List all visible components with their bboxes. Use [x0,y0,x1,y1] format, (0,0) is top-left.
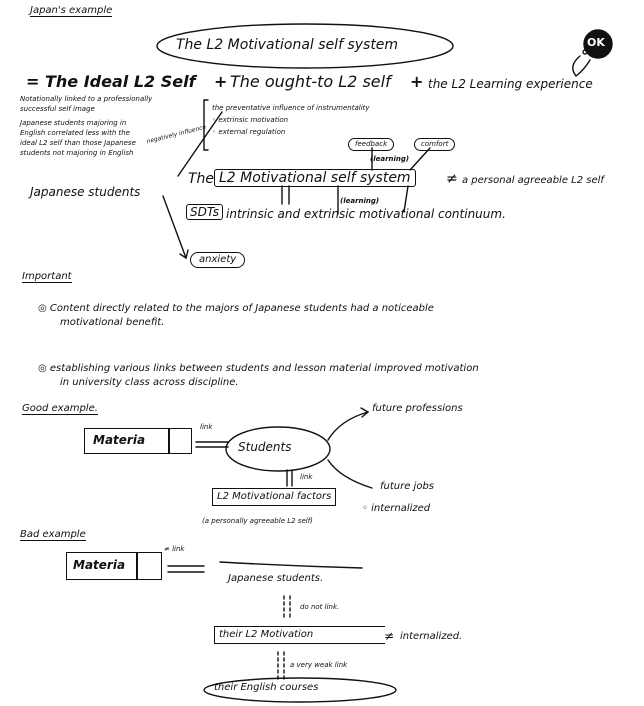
good-link-label-2: link [300,473,313,481]
learning-tag-2: (learning) [340,197,380,205]
internalized-text: internalized [371,503,431,514]
point-text: Content directly related to the majors o… [49,303,434,314]
arrow-ought-to-system [177,111,223,177]
good-students-ellipse [225,426,331,472]
title-ellipse [156,23,454,69]
good-link-label: link [200,423,213,431]
factors-box: L2 Motivational factors [212,488,337,506]
point-line: ◎ establishing various links between stu… [38,363,479,374]
future-jobs: future jobs [380,481,435,492]
note-line: Japanese students majoring in [20,119,127,127]
formula-plus-1: + [214,72,228,91]
sdt-boxed: SDTs [186,204,224,220]
courses-label: their English courses [214,682,319,693]
do-not-link: do not link. [300,603,340,611]
mascot-eye-r [589,47,595,53]
formula-plus-2: + [410,72,424,91]
good-students: Students [238,440,292,454]
good-material-divider [168,428,170,454]
formula-lead: = The Ideal L2 Self [26,72,196,91]
weak-link-label: a very weak link [290,661,348,669]
courses-ellipse [203,677,397,703]
important-point-1: ◎ Content directly related to the majors… [38,302,434,330]
mascot-eye-l [582,49,588,55]
ought-bracket [203,99,209,151]
anxiety-oval: anxiety [190,252,246,268]
system-prefix: The [188,171,215,187]
motivation-box: their L2 Motivation [214,626,385,644]
note-line: Notationally linked to a professionally [20,95,153,103]
bad-material-divider [136,552,138,580]
japanese-students-label: Japanese students [30,185,141,199]
bad-students-curve [219,561,363,569]
note-line: ideal L2 self than those Japanese [20,139,136,147]
good-example-heading: Good example. [22,403,98,415]
good-material-box: Materia [84,428,192,454]
ought-item-text: external regulation [218,128,286,136]
comfort-tag: comfort [414,138,456,151]
ought-list: the preventative influence of instrument… [212,102,370,138]
ought-item: the preventative influence of instrument… [212,104,370,112]
arrow-anxiety-head [179,249,189,260]
formula-ought: The ought-to L2 self [230,72,391,91]
internalized-bad: internalized. [400,631,463,642]
bad-students: Japanese students. [228,573,324,584]
ok-badge: OK [587,36,605,49]
factors-note: (a personally agreeable L2 self) [202,517,313,525]
note-line: successful self image [20,105,95,113]
future-professions: future professions [372,403,463,414]
note-line: students not majoring in English [20,149,134,157]
system-suffix: a personal agreeable L2 self [462,175,604,186]
point-text: establishing various links between stude… [49,363,479,374]
japan-example-label: Japan's example [30,5,113,17]
page-title: The L2 Motivational self system [176,37,399,53]
arrow-comfort [409,147,431,171]
ought-item: ◦ external regulation [212,128,286,136]
bad-example-heading: Bad example [20,529,86,541]
bad-material-box: Materia [66,552,162,580]
system-boxed: L2 Motivational self system [214,169,416,187]
internalized-good: ◦ internalized [362,503,431,514]
note-line: English correlated less with the [20,129,130,137]
formula-experience: the L2 Learning experience [428,77,593,91]
arrow-to-professions-head [360,407,370,418]
arrow-japanese-to-anxiety [162,195,187,259]
mascot-body [572,55,591,77]
bad-neq-link: ≠ link [164,545,185,553]
important-heading: Important [22,271,72,283]
arrow-to-jobs [327,459,373,489]
ought-item: ◦ extrinsic motivation [212,116,289,124]
point-line: motivational benefit. [60,317,165,328]
system-neq: ≠ [446,171,458,187]
left-notes: Notationally linked to a professionally … [20,94,152,158]
point-line: ◎ Content directly related to the majors… [38,303,434,314]
learning-tag: (learning) [370,155,410,163]
point-line: in university class across discipline. [60,377,239,388]
arrow-system-down4 [403,185,409,213]
bad-neq: ≠ [384,629,395,643]
important-point-2: ◎ establishing various links between stu… [38,362,479,390]
ought-item-text: extrinsic motivation [218,116,289,124]
sdt-text: intrinsic and extrinsic motivational con… [226,207,506,221]
feedback-tag: feedback [348,138,395,151]
arrow-to-professions [327,411,369,441]
